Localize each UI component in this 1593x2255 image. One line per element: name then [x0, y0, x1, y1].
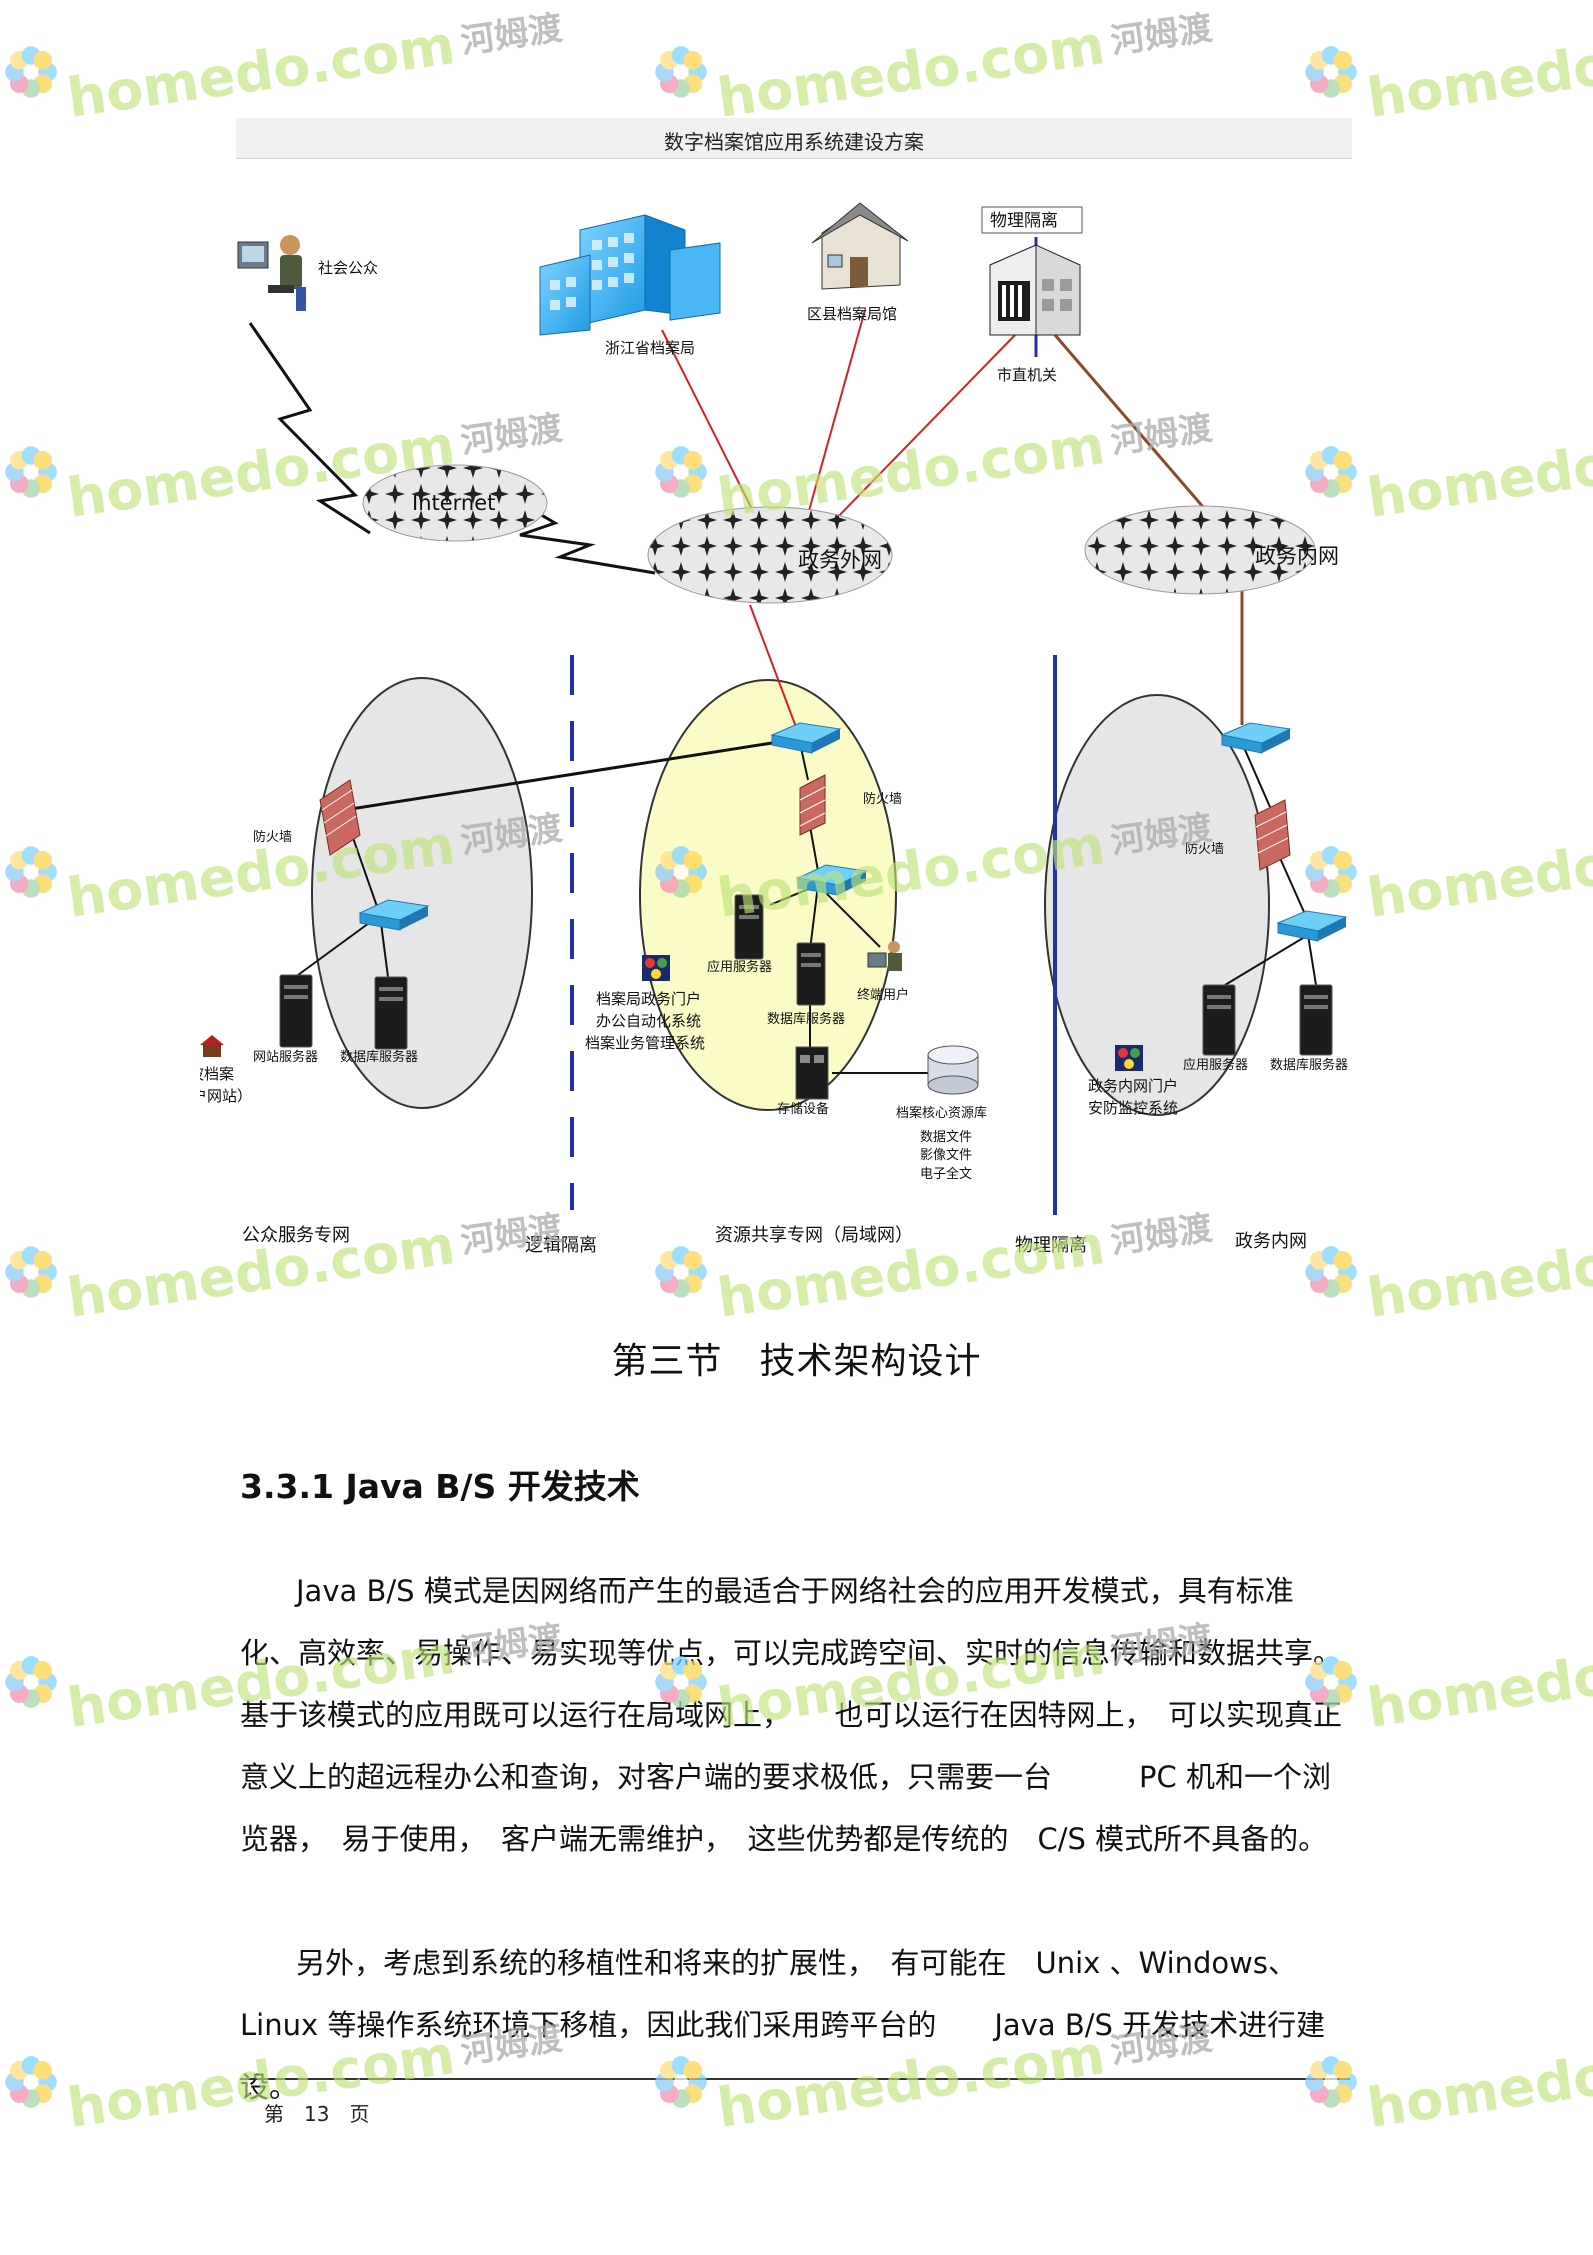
label-data-files: 数据文件	[920, 1130, 972, 1145]
city-org-building-icon	[989, 244, 1081, 336]
label-terminal-user: 终端用户	[857, 987, 909, 1003]
watermark-brand: homedo.com	[1363, 413, 1593, 530]
storage-device-icon	[795, 1046, 829, 1100]
watermark-cn: 河姆渡	[1108, 8, 1215, 62]
internet-cloud	[362, 464, 548, 542]
flower-logo-icon	[5, 45, 57, 98]
label-web-server: 网站服务器	[253, 1049, 318, 1065]
switch-icon-shared-top	[770, 722, 842, 754]
page-header: 数字档案馆应用系统建设方案	[236, 118, 1352, 159]
label-archive-sys-1: 档案局政务门户	[596, 990, 701, 1008]
label-firewall-internal: 防火墙	[1185, 841, 1224, 857]
watermark-brand: homedo.com	[1363, 13, 1593, 130]
watermark-brand: homedo.com	[713, 13, 1109, 130]
watermark: homedo.com	[1300, 13, 1593, 130]
label-app-server-internal: 应用服务器	[1183, 1057, 1248, 1073]
db-server-icon-internal	[1299, 984, 1333, 1056]
label-image-files: 影像文件	[920, 1148, 972, 1163]
firewall-icon-public	[319, 779, 361, 856]
switch-icon-public	[358, 899, 430, 931]
footer-rule	[240, 2078, 1350, 2080]
label-internal-sys-2: 安防监控系统	[1088, 1099, 1178, 1117]
gov-external-cloud	[647, 506, 893, 604]
watermark-brand: homedo.com	[1363, 1213, 1593, 1330]
label-ningbo-1: 宁波档案	[200, 1065, 234, 1083]
body-paragraph: 另外，考虑到系统的移植性和将来的扩展性， 有可能在 Unix 、Windows、…	[240, 1932, 1350, 2118]
web-server-icon	[279, 974, 313, 1048]
flower-logo-icon	[655, 45, 707, 98]
page-number: 第 13 页	[264, 2102, 370, 2126]
label-archive-sys-2: 办公自动化系统	[596, 1012, 701, 1030]
label-logical-isolation: 逻辑隔离	[525, 1235, 597, 1256]
flower-logo-icon	[5, 845, 57, 898]
gov-internal-cloud	[1084, 505, 1316, 595]
terminal-user-icon	[867, 941, 902, 971]
label-db-server-shared: 数据库服务器	[767, 1011, 845, 1027]
label-firewall-public: 防火墙	[253, 829, 292, 845]
flower-logo-icon	[5, 1655, 57, 1708]
county-archive-house-icon	[811, 202, 909, 290]
label-core-db: 档案核心资源库	[896, 1105, 987, 1121]
label-isolation-top: 物理隔离	[990, 211, 1058, 231]
switch-icon-shared-mid	[796, 864, 868, 896]
label-gov-external: 政务外网	[798, 548, 882, 572]
flower-logo-icon	[5, 2055, 57, 2108]
watermark-brand: homedo.com	[1363, 1623, 1593, 1740]
internal-system-app-icon	[1115, 1045, 1143, 1071]
label-zone-internal: 政务内网	[1235, 1231, 1307, 1252]
label-archive-sys-3: 档案业务管理系统	[585, 1034, 705, 1052]
switch-icon-internal-bottom	[1276, 910, 1348, 942]
label-zj-archive: 浙江省档案局	[605, 339, 695, 357]
watermark-brand: homedo.com	[1363, 813, 1593, 930]
network-architecture-diagram: 物理隔离 社会公众 浙江省档案局 区县档案局馆 市直机关 Internet 政务…	[200, 202, 1348, 1256]
ningbo-home-icon	[200, 1035, 224, 1057]
label-app-server-shared: 应用服务器	[707, 959, 772, 975]
zhejiang-building-icon	[539, 214, 721, 336]
label-db-server-internal: 数据库服务器	[1270, 1057, 1348, 1073]
zone-public-ellipse	[311, 677, 533, 1109]
paragraph-text: Java B/S 模式是因网络而产生的最适合于网络社会的应用开发模式，具有标准化…	[240, 1574, 1343, 1856]
app-server-icon-shared	[734, 894, 764, 960]
label-city-org: 市直机关	[997, 366, 1057, 384]
flower-logo-icon	[1305, 45, 1357, 98]
paragraph-text: 另外，考虑到系统的移植性和将来的扩展性， 有可能在 Unix 、Windows、…	[240, 1946, 1326, 2104]
watermark-brand: homedo.com	[1363, 2023, 1593, 2140]
label-physical-isolation: 物理隔离	[1015, 1235, 1087, 1256]
label-db-server-public: 数据库服务器	[340, 1049, 418, 1065]
label-storage: 存储设备	[777, 1101, 829, 1117]
public-user-icon	[237, 235, 306, 311]
firewall-icon-shared	[799, 774, 826, 836]
core-db-cylinder-icon	[927, 1045, 979, 1095]
label-internet: Internet	[412, 491, 495, 515]
label-fulltext: 电子全文	[920, 1166, 972, 1182]
firewall-icon-internal	[1254, 799, 1291, 871]
flower-logo-icon	[5, 445, 57, 498]
label-ningbo-2: （门户网站）	[200, 1087, 252, 1105]
watermark-brand: homedo.com	[63, 13, 459, 130]
label-gov-internal: 政务内网	[1255, 544, 1339, 568]
label-firewall-shared: 防火墙	[863, 791, 902, 807]
archive-system-app-icon	[642, 955, 670, 981]
label-county-archive: 区县档案局馆	[807, 305, 897, 323]
switch-icon-internal-top	[1220, 722, 1292, 754]
body-paragraph: Java B/S 模式是因网络而产生的最适合于网络社会的应用开发模式，具有标准化…	[240, 1560, 1350, 1870]
subsection-title: 3.3.1 Java B/S 开发技术	[240, 1467, 640, 1506]
db-server-icon-public	[374, 976, 408, 1050]
label-internal-sys-1: 政务内网门户	[1088, 1077, 1178, 1095]
label-zone-shared: 资源共享专网（局域网）	[715, 1225, 913, 1246]
db-server-icon-shared	[796, 942, 826, 1006]
zone-shared-ellipse	[639, 679, 897, 1111]
label-public: 社会公众	[318, 259, 378, 277]
watermark-cn: 河姆渡	[458, 8, 565, 62]
label-zone-public: 公众服务专网	[242, 1225, 350, 1246]
header-title: 数字档案馆应用系统建设方案	[664, 130, 924, 154]
network-links	[248, 309, 1317, 1074]
flower-logo-icon	[5, 1245, 57, 1298]
section-title: 第三节 技术架构设计	[611, 1341, 982, 1382]
isolation-top-box	[981, 206, 1083, 234]
app-server-icon-internal	[1202, 984, 1236, 1056]
